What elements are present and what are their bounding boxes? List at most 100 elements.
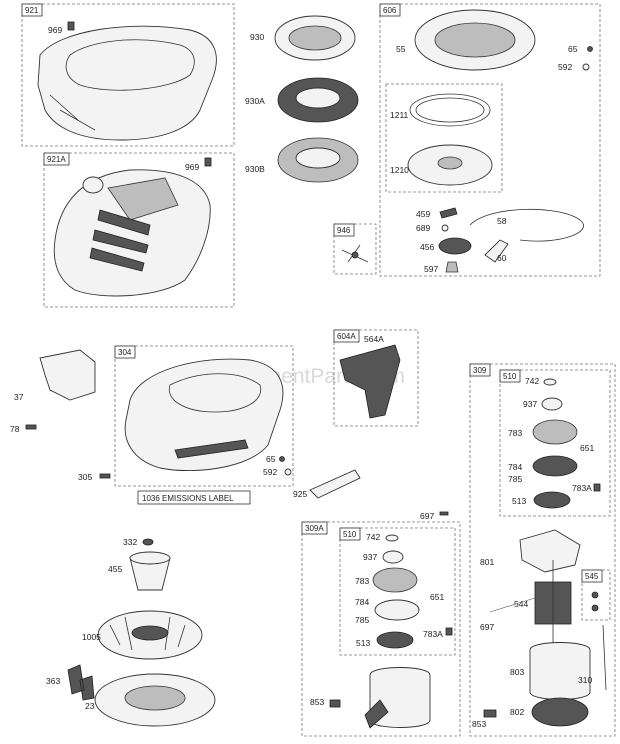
group-921a-tag-box (43, 152, 70, 166)
group-606-inner-box (385, 83, 503, 193)
callout-592b: 592 (263, 467, 277, 477)
group-921-tag: 921 (25, 6, 39, 15)
callout-1211: 1211 (390, 110, 409, 120)
callout-513a: 513 (512, 496, 526, 506)
group-304-tag: 304 (118, 348, 132, 357)
connector-853b (483, 709, 497, 718)
screen-930-inner (288, 25, 342, 51)
group-921-tag-box (21, 3, 43, 17)
flywheel-group: 332 455 1005 23 363 (46, 537, 216, 727)
callout-310: 310 (578, 675, 592, 685)
screw-597 (445, 261, 459, 273)
nut-65a (587, 46, 593, 52)
end-cap-801 (519, 529, 581, 573)
callout-803: 803 (510, 667, 524, 677)
group-309: 309 510 742 937 783 651 784 785 783A 513… (469, 363, 616, 737)
callout-969b: 969 (185, 162, 199, 172)
callout-853b: 853 (472, 719, 486, 729)
callout-742b: 742 (366, 532, 380, 542)
pawl-459 (439, 207, 458, 219)
callout-930a: 930A (245, 96, 265, 106)
emissions-label-text: 1036 EMISSIONS LABEL (142, 494, 234, 503)
group-604a-tag-box (333, 329, 360, 343)
callout-58: 58 (497, 216, 507, 226)
group-606-box (379, 3, 601, 277)
air-guide-37 (39, 349, 96, 401)
callout-513b: 513 (356, 638, 370, 648)
cup-456 (438, 237, 472, 255)
callout-23: 23 (85, 701, 95, 711)
callout-592a: 592 (558, 62, 572, 72)
motor-housing-803 (529, 642, 591, 700)
callout-783ab: 783A (423, 629, 443, 639)
handle-60 (484, 239, 509, 263)
part-513a (533, 491, 571, 509)
callout-742a: 742 (525, 376, 539, 386)
callout-785a: 785 (508, 474, 522, 484)
through-bolt-310 (602, 624, 607, 691)
part-784a (532, 455, 578, 477)
callout-785b: 785 (355, 615, 369, 625)
group-309-box (469, 363, 616, 737)
blower-housing-opening (65, 39, 195, 91)
group-510b-tag: 510 (343, 530, 357, 539)
group-606: 606 55 65 592 1211 1210 459 58 689 456 6… (379, 3, 601, 277)
group-304-tag-box (114, 345, 136, 359)
starter-motor-309a-cover (364, 699, 389, 729)
group-604a-box (333, 329, 419, 427)
callout-930: 930 (250, 32, 264, 42)
callout-1005: 1005 (82, 632, 101, 642)
part-784b (374, 599, 420, 621)
callout-544: 544 (514, 599, 528, 609)
callout-783b: 783 (355, 576, 369, 586)
callout-651a: 651 (580, 443, 594, 453)
group-545-tag: 545 (585, 572, 599, 581)
group-309a-box (301, 521, 461, 737)
callout-455: 455 (108, 564, 122, 574)
callout-363: 363 (46, 676, 60, 686)
part-925 (309, 469, 361, 499)
callout-55: 55 (396, 44, 406, 54)
callout-969a: 969 (48, 25, 62, 35)
screw-305 (99, 473, 111, 479)
callout-37: 37 (14, 392, 24, 402)
part-742b (385, 534, 399, 542)
callout-564a: 564A (364, 334, 384, 344)
group-545-box (581, 569, 611, 621)
group-946-box (333, 223, 377, 275)
group-309-tag-box (469, 363, 491, 377)
callout-697b: 697 (480, 622, 494, 632)
group-921: 921 969 (21, 3, 235, 147)
screw-969a (67, 21, 75, 31)
callout-784a: 784 (508, 462, 522, 472)
washer-592b (284, 468, 292, 476)
screw-969b (204, 157, 212, 167)
callout-853a: 853 (310, 697, 324, 707)
group-921a: 921A 969 (43, 152, 235, 308)
group-510a-tag: 510 (503, 372, 517, 381)
group-946-tag-box (333, 223, 355, 237)
group-604a-tag: 604A (337, 332, 356, 341)
spring-937a (541, 397, 563, 411)
brush-545-b (591, 604, 599, 612)
blower-housing-alt-grille (89, 209, 151, 272)
gear-783b (372, 567, 418, 593)
callout-937a: 937 (523, 399, 537, 409)
group-604a: 604A 564A (333, 329, 419, 427)
callout-305: 305 (78, 472, 92, 482)
baffle-37-group: 37 78 (10, 349, 96, 434)
group-510a-box (499, 369, 611, 517)
group-921a-box (43, 152, 235, 308)
callout-783aa: 783A (572, 483, 592, 493)
callout-925: 925 (293, 489, 307, 499)
screen-930b-inner (295, 147, 341, 169)
callout-651b: 651 (430, 592, 444, 602)
group-304-box (114, 345, 294, 487)
group-309a: 309A 510 742 937 783 784 651 785 783A 51… (301, 521, 461, 737)
nut-65b (279, 456, 285, 462)
callout-783a: 783 (508, 428, 522, 438)
callout-65a: 65 (568, 44, 578, 54)
callout-801: 801 (480, 557, 494, 567)
group-510a-tag-box (499, 369, 521, 383)
